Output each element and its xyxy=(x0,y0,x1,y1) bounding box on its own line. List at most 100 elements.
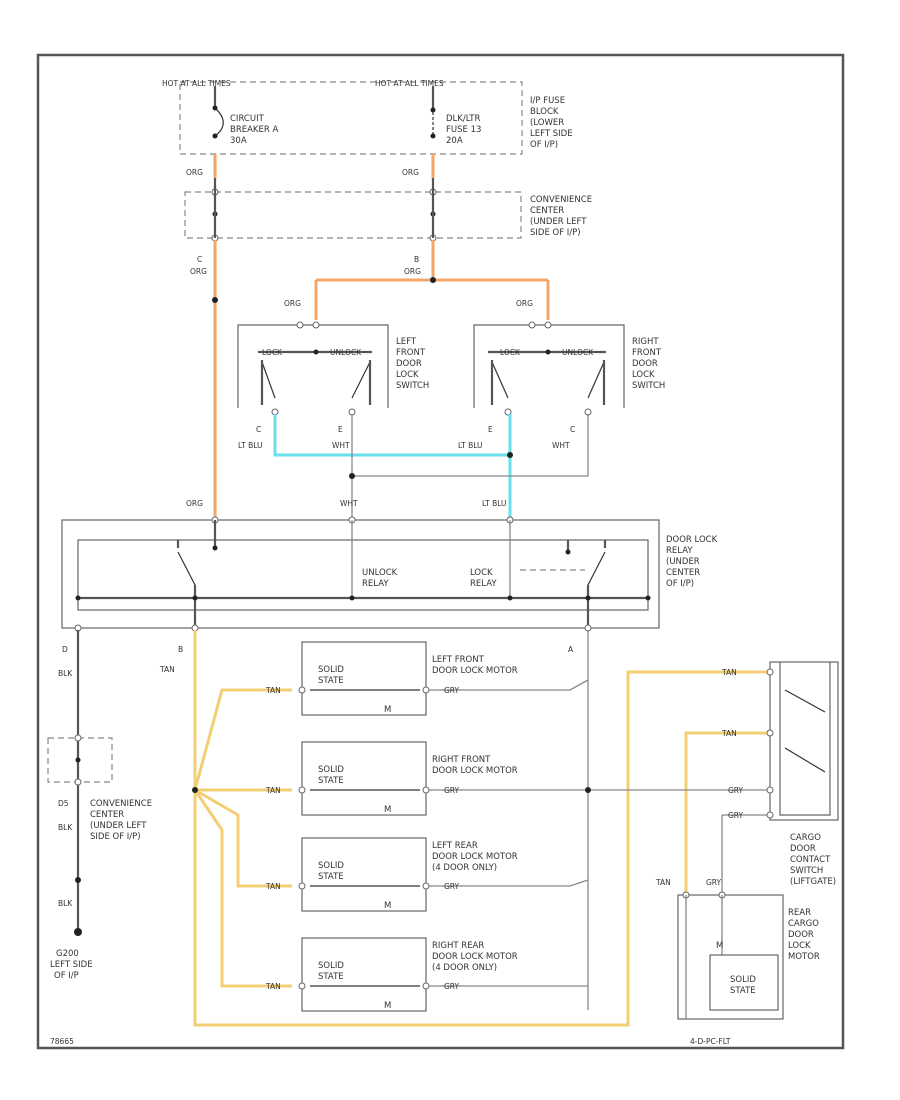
svg-text:TAN: TAN xyxy=(265,786,281,795)
svg-text:TAN: TAN xyxy=(159,665,175,674)
svg-text:FRONT: FRONT xyxy=(632,348,662,358)
svg-text:LOCK: LOCK xyxy=(470,568,493,578)
svg-text:SIDE OF I/P): SIDE OF I/P) xyxy=(530,228,581,238)
svg-text:REAR: REAR xyxy=(788,908,811,918)
svg-text:DOOR: DOOR xyxy=(632,359,658,369)
svg-text:LT BLU: LT BLU xyxy=(458,441,483,450)
svg-text:M: M xyxy=(384,1001,391,1011)
svg-text:GRY: GRY xyxy=(706,878,722,887)
svg-text:(LOWER: (LOWER xyxy=(530,118,564,128)
tan-wire-lf xyxy=(193,688,292,791)
svg-text:DOOR LOCK MOTOR: DOOR LOCK MOTOR xyxy=(432,952,518,962)
svg-text:M: M xyxy=(384,705,391,715)
svg-text:OF I/P): OF I/P) xyxy=(666,579,694,589)
svg-text:CONVENIENCE: CONVENIENCE xyxy=(90,799,152,809)
svg-text:DOOR LOCK MOTOR: DOOR LOCK MOTOR xyxy=(432,766,518,776)
svg-text:M: M xyxy=(384,805,391,815)
svg-text:LEFT SIDE: LEFT SIDE xyxy=(50,960,93,970)
svg-text:30A: 30A xyxy=(230,136,247,146)
rear-cargo-door-lock-motor: TAN GRY M SOLID STATE REAR CARGO DOOR LO… xyxy=(655,878,820,1020)
svg-text:B: B xyxy=(414,255,419,264)
cargo-door-contact-switch: TAN TAN GRY GRY CARGO DOOR CONTACT SWITC… xyxy=(721,661,839,887)
svg-text:DLK/LTR: DLK/LTR xyxy=(446,114,480,124)
svg-text:SWITCH: SWITCH xyxy=(396,381,429,391)
svg-text:SOLID: SOLID xyxy=(318,665,344,675)
svg-text:STATE: STATE xyxy=(318,872,344,882)
svg-text:LOCK: LOCK xyxy=(788,941,811,951)
svg-text:BLK: BLK xyxy=(58,823,73,832)
svg-text:E: E xyxy=(338,425,343,434)
svg-text:(LIFTGATE): (LIFTGATE) xyxy=(790,877,836,887)
svg-text:TAN: TAN xyxy=(265,982,281,991)
svg-text:OF I/P): OF I/P) xyxy=(530,140,558,150)
svg-text:B: B xyxy=(178,645,183,654)
svg-text:DOOR LOCK MOTOR: DOOR LOCK MOTOR xyxy=(432,852,518,862)
tan-wire-lr xyxy=(194,788,292,888)
svg-text:(UNDER: (UNDER xyxy=(666,557,700,567)
svg-text:ORG: ORG xyxy=(284,299,301,308)
svg-text:RIGHT FRONT: RIGHT FRONT xyxy=(432,755,491,765)
svg-text:SOLID: SOLID xyxy=(318,861,344,871)
tan-wire-rr xyxy=(193,789,292,988)
convenience-center-top: CONVENIENCE CENTER (UNDER LEFT SIDE OF I… xyxy=(184,178,592,242)
right-front-door-lock-motor: SOLID STATE M TAN GRY RIGHT FRONT DOOR L… xyxy=(265,741,518,816)
circuit-breaker-symbol xyxy=(214,107,224,137)
svg-text:LT BLU: LT BLU xyxy=(238,441,263,450)
svg-text:HOT AT ALL TIMES: HOT AT ALL TIMES xyxy=(162,79,231,88)
svg-text:D5: D5 xyxy=(58,799,69,808)
svg-text:CARGO: CARGO xyxy=(790,833,821,843)
svg-text:GRY: GRY xyxy=(444,786,460,795)
svg-text:LEFT: LEFT xyxy=(396,337,417,347)
svg-text:SWITCH: SWITCH xyxy=(632,381,665,391)
svg-text:WHT: WHT xyxy=(332,441,350,450)
svg-text:(UNDER LEFT: (UNDER LEFT xyxy=(530,217,587,227)
svg-text:I/P FUSE: I/P FUSE xyxy=(530,96,565,106)
svg-text:DOOR: DOOR xyxy=(396,359,422,369)
svg-text:DOOR: DOOR xyxy=(790,844,816,854)
svg-text:C: C xyxy=(570,425,575,434)
door-lock-relay: UNLOCK RELAY LOCK RELAY DOOR LOCK RELAY … xyxy=(61,516,718,632)
svg-text:RELAY: RELAY xyxy=(470,579,497,589)
svg-text:LOCK: LOCK xyxy=(396,370,419,380)
svg-text:UNLOCK: UNLOCK xyxy=(562,348,594,357)
svg-text:ORG: ORG xyxy=(404,267,421,276)
svg-text:LEFT SIDE: LEFT SIDE xyxy=(530,129,573,139)
tan-wire-cargo xyxy=(684,731,770,895)
svg-text:RELAY: RELAY xyxy=(362,579,389,589)
svg-text:DOOR LOCK MOTOR: DOOR LOCK MOTOR xyxy=(432,666,518,676)
svg-text:GRY: GRY xyxy=(444,686,460,695)
left-rear-door-lock-motor: SOLID STATE M TAN GRY LEFT REAR DOOR LOC… xyxy=(265,837,518,912)
svg-text:ORG: ORG xyxy=(402,168,419,177)
svg-text:STATE: STATE xyxy=(318,676,344,686)
svg-text:BLOCK: BLOCK xyxy=(530,107,559,117)
svg-text:GRY: GRY xyxy=(444,882,460,891)
svg-text:STATE: STATE xyxy=(318,776,344,786)
svg-text:GRY: GRY xyxy=(728,786,744,795)
svg-text:BLK: BLK xyxy=(58,669,73,678)
svg-text:ORG: ORG xyxy=(186,168,203,177)
svg-text:FUSE 13: FUSE 13 xyxy=(446,125,481,135)
svg-text:C: C xyxy=(197,255,202,264)
svg-text:WHT: WHT xyxy=(552,441,570,450)
svg-text:LEFT REAR: LEFT REAR xyxy=(432,841,478,851)
svg-text:OF I/P: OF I/P xyxy=(54,971,79,981)
left-front-door-lock-motor: SOLID STATE M TAN GRY LEFT FRONT DOOR LO… xyxy=(265,641,518,716)
svg-text:(4 DOOR ONLY): (4 DOOR ONLY) xyxy=(432,863,497,873)
svg-text:TAN: TAN xyxy=(265,882,281,891)
svg-text:M: M xyxy=(384,901,391,911)
svg-text:MOTOR: MOTOR xyxy=(788,952,820,962)
svg-text:CARGO: CARGO xyxy=(788,919,819,929)
diagram-frame xyxy=(36,53,845,1050)
svg-text:WHT: WHT xyxy=(340,499,358,508)
svg-text:(UNDER LEFT: (UNDER LEFT xyxy=(90,821,147,831)
svg-text:BLK: BLK xyxy=(58,899,73,908)
svg-text:DOOR: DOOR xyxy=(788,930,814,940)
svg-text:SWITCH: SWITCH xyxy=(790,866,823,876)
svg-text:20A: 20A xyxy=(446,136,463,146)
svg-text:LOCK: LOCK xyxy=(262,348,283,357)
right-front-door-lock-switch: LOCK UNLOCK RIGHT FRONT DOOR LOCK SWITCH xyxy=(473,321,665,416)
svg-text:LT BLU: LT BLU xyxy=(482,499,507,508)
svg-text:HOT AT ALL TIMES: HOT AT ALL TIMES xyxy=(375,79,444,88)
svg-text:LOCK: LOCK xyxy=(632,370,655,380)
